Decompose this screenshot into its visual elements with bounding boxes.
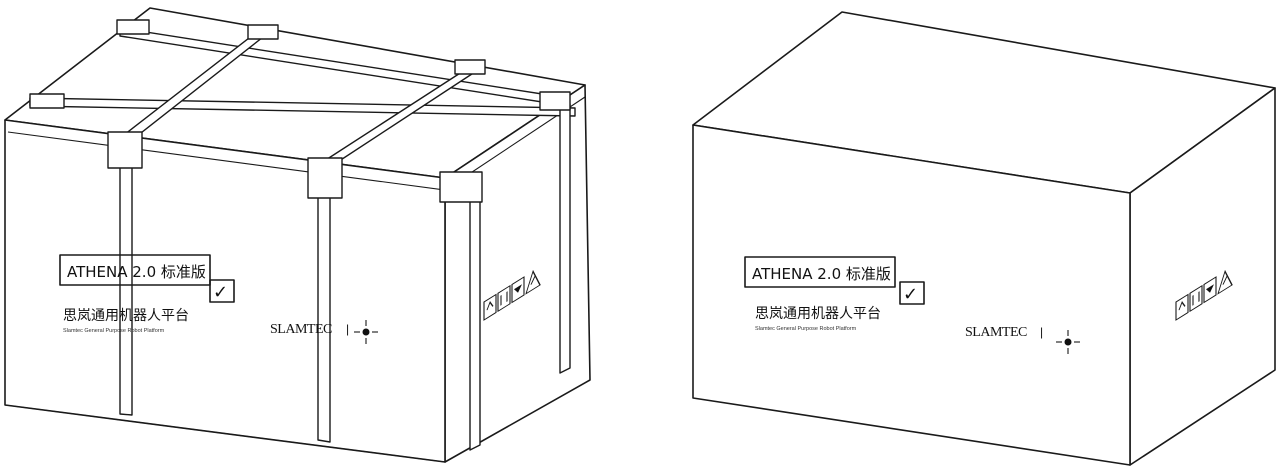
check-box bbox=[899, 281, 925, 305]
clip bbox=[539, 91, 571, 111]
clip bbox=[29, 93, 65, 109]
product-label: ATHENA 2.0 标准版 bbox=[67, 263, 206, 281]
handling-icons bbox=[483, 269, 541, 321]
fragile-icon bbox=[497, 284, 511, 313]
check-mark: ✓ bbox=[903, 284, 918, 304]
handling-icons bbox=[1175, 269, 1233, 321]
esd-warning-icon bbox=[525, 269, 541, 295]
brand-separator: | bbox=[1040, 325, 1043, 339]
clip bbox=[107, 131, 143, 169]
keep-dry-icon bbox=[1203, 276, 1217, 304]
english-name: Slamtec General Purpose Robot Platform bbox=[755, 326, 857, 332]
brand-logo-text: SLAMTEC bbox=[965, 325, 1027, 340]
product-label-box bbox=[59, 254, 211, 286]
clip bbox=[307, 157, 343, 199]
esd-warning-icon bbox=[1217, 269, 1233, 295]
plain-box: ATHENA 2.0 标准版 ✓ 思岚通用机器人平台 Slamtec Gener… bbox=[692, 11, 1276, 466]
clip bbox=[247, 24, 279, 40]
box-front bbox=[692, 124, 1131, 466]
chinese-name: 思岚通用机器人平台 bbox=[63, 308, 189, 324]
clip bbox=[454, 59, 486, 75]
this-side-up-icon bbox=[483, 293, 497, 321]
chinese-name: 思岚通用机器人平台 bbox=[755, 306, 881, 322]
crosshair-logo-icon bbox=[354, 320, 378, 344]
clip bbox=[116, 19, 150, 35]
brand-separator: | bbox=[346, 322, 349, 336]
clip bbox=[439, 171, 483, 203]
strap-side-1 bbox=[469, 185, 481, 451]
strap-vertical-2 bbox=[317, 165, 331, 443]
this-side-up-icon bbox=[1175, 293, 1189, 321]
strap-side-2 bbox=[559, 103, 571, 374]
check-mark: ✓ bbox=[213, 282, 228, 302]
english-name: Slamtec General Purpose Robot Platform bbox=[63, 328, 165, 334]
fragile-icon bbox=[1189, 284, 1203, 313]
keep-dry-icon bbox=[511, 276, 525, 304]
strapped-crate: ATHENA 2.0 标准版 ✓ 思岚通用机器人平台 Slamtec Gener… bbox=[4, 7, 591, 463]
crosshair-logo-icon bbox=[1056, 330, 1080, 354]
product-label: ATHENA 2.0 标准版 bbox=[752, 265, 891, 283]
brand-logo-text: SLAMTEC bbox=[270, 322, 332, 337]
check-box bbox=[209, 279, 235, 303]
product-label-box bbox=[744, 256, 896, 288]
